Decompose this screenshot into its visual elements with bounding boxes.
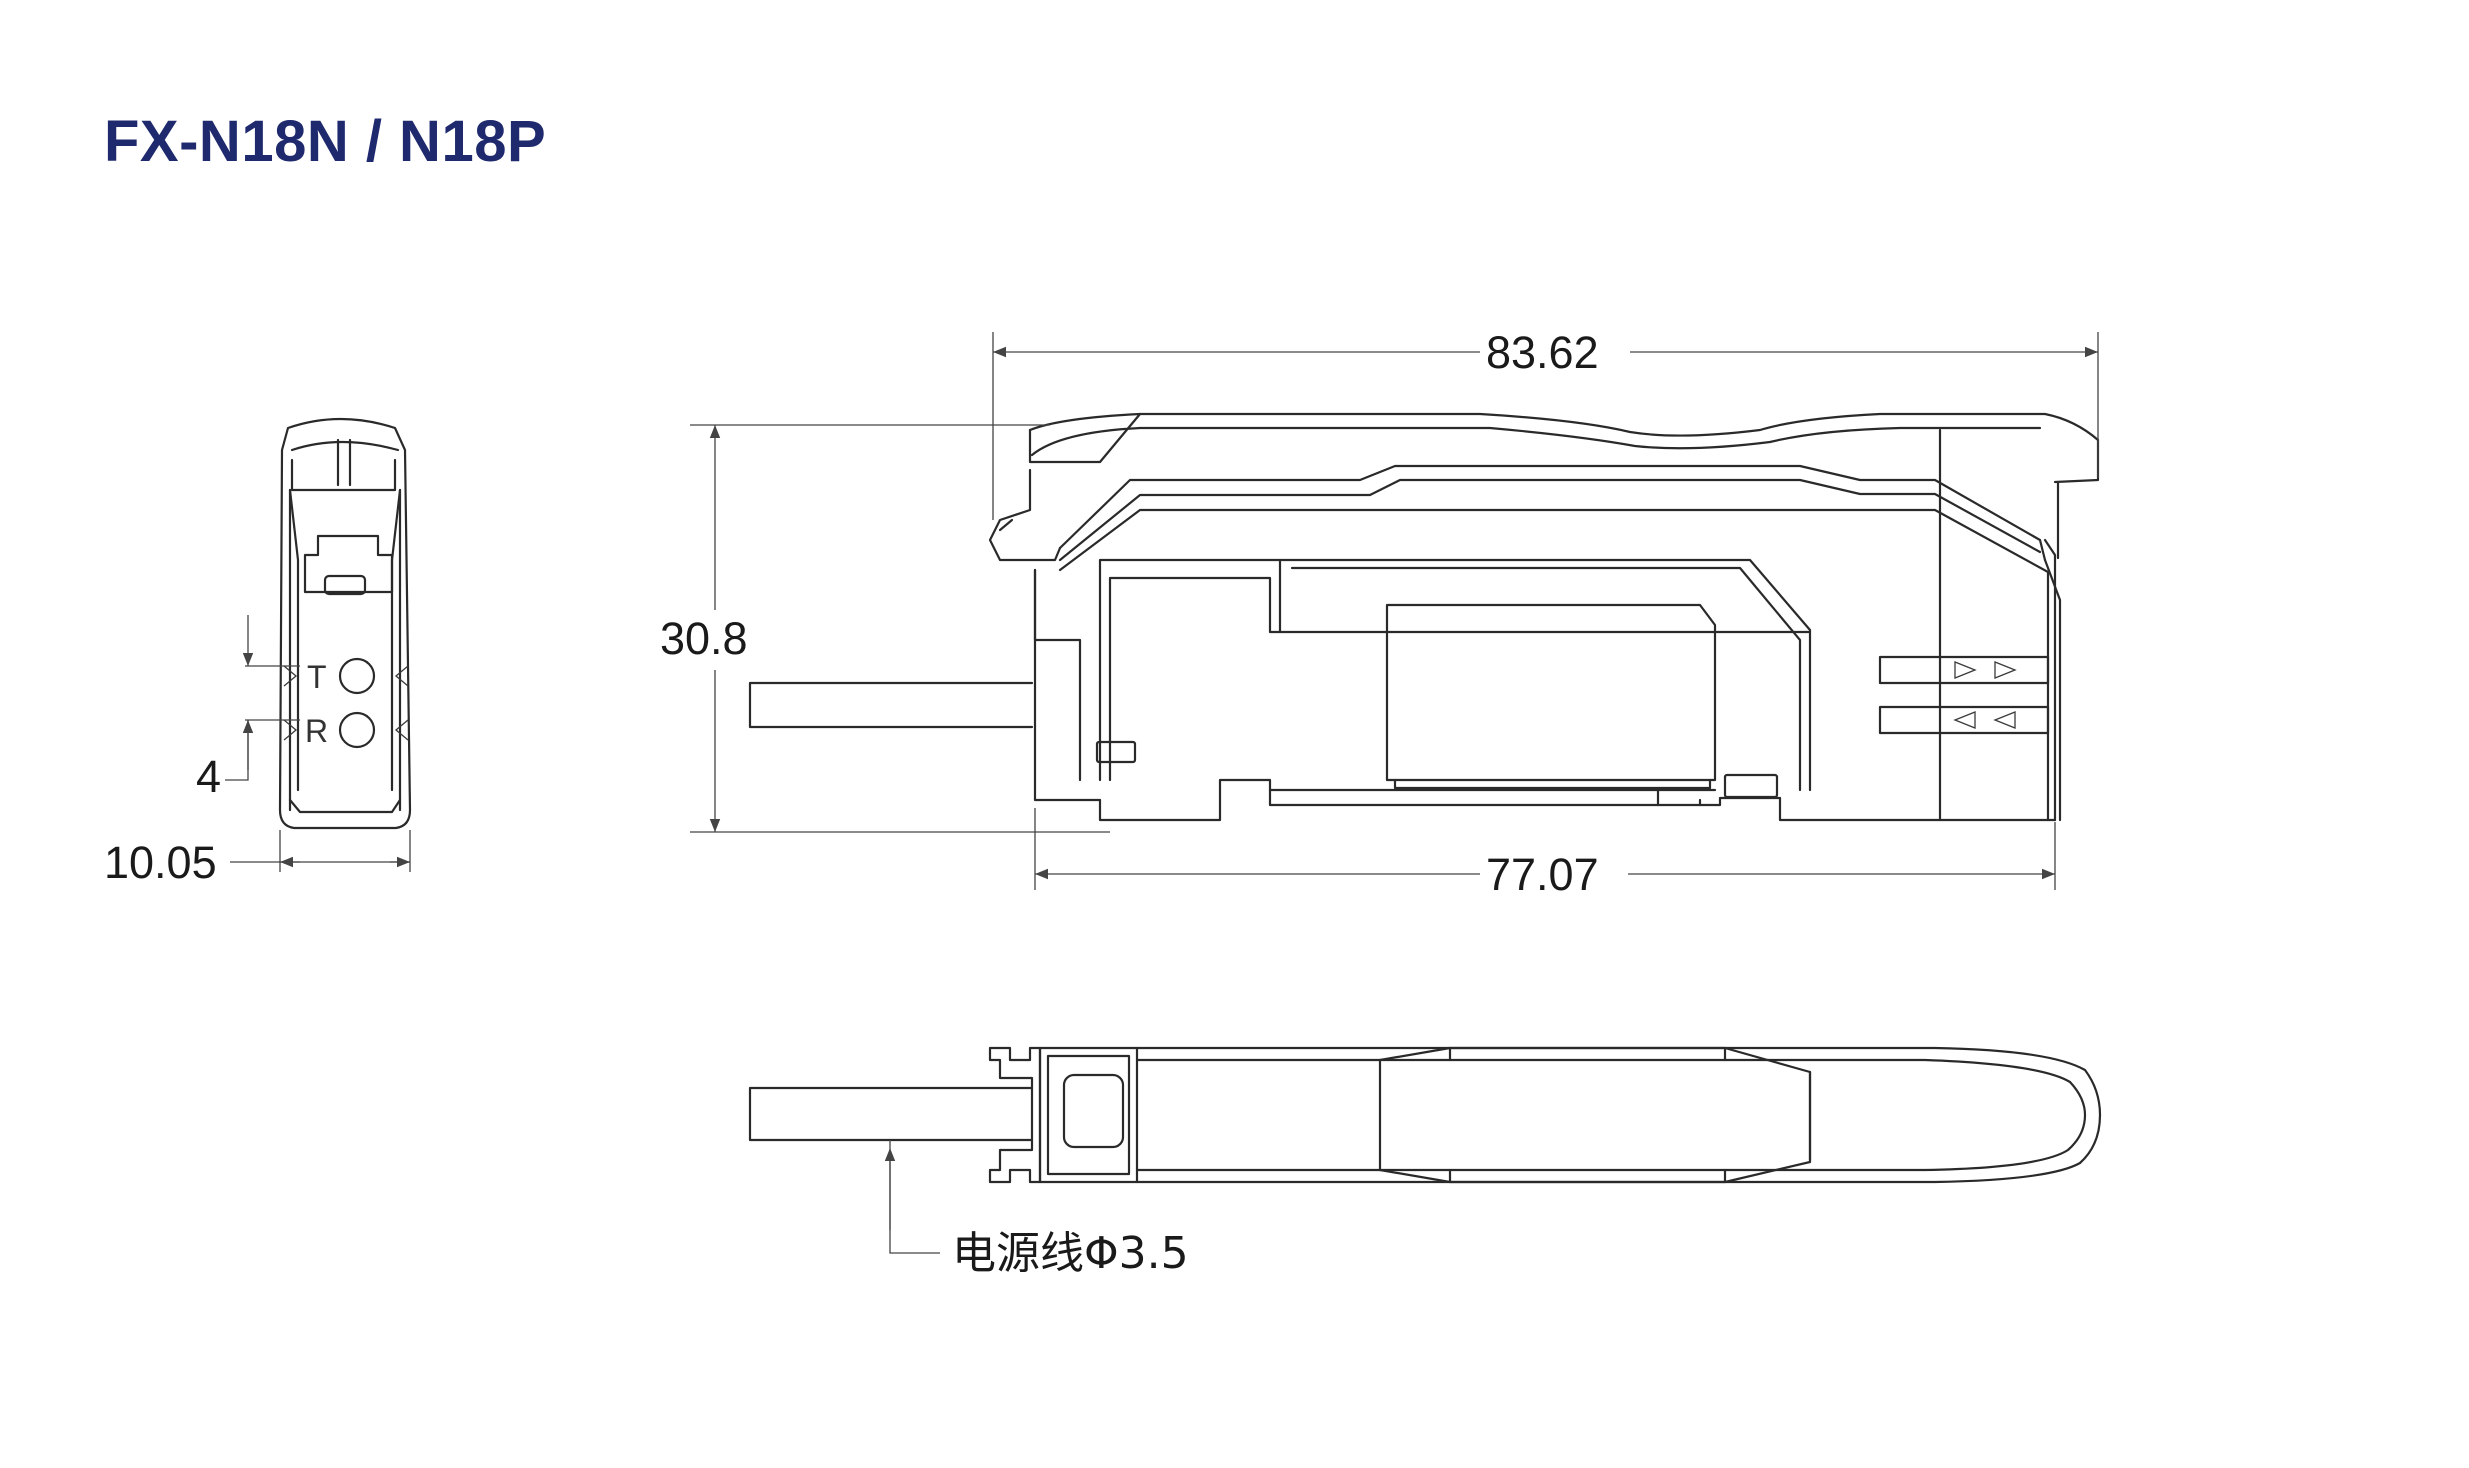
end-view-latch	[303, 534, 394, 594]
led-t-label: T	[307, 659, 327, 695]
side-view-outline	[1028, 412, 2100, 484]
side-view: 83.62 30.8 77.07	[660, 327, 2100, 900]
top-view-cable	[748, 1086, 1034, 1142]
side-view-cable	[748, 681, 1034, 729]
dim-width: 10.05	[104, 837, 217, 888]
dim-overall-length: 83.62	[1486, 327, 1599, 378]
top-view: 电源线Φ3.5	[748, 1046, 2102, 1279]
end-view: T R 4 10.05	[104, 417, 412, 888]
end-view-outline	[278, 417, 412, 830]
page-title: FX-N18N / N18P	[104, 109, 547, 174]
led-r-circle	[338, 711, 376, 749]
top-view-outline	[1135, 1046, 2102, 1184]
top-view-button	[1062, 1073, 1125, 1149]
dim-body-length: 77.07	[1486, 849, 1599, 900]
led-r-label: R	[305, 713, 328, 749]
dim-led-spacing: 4	[196, 751, 221, 802]
dim-height: 30.8	[660, 613, 748, 664]
display-window	[1385, 603, 1717, 782]
cable-callout: 电源线Φ3.5	[952, 1228, 1189, 1279]
led-t-circle	[338, 657, 376, 695]
